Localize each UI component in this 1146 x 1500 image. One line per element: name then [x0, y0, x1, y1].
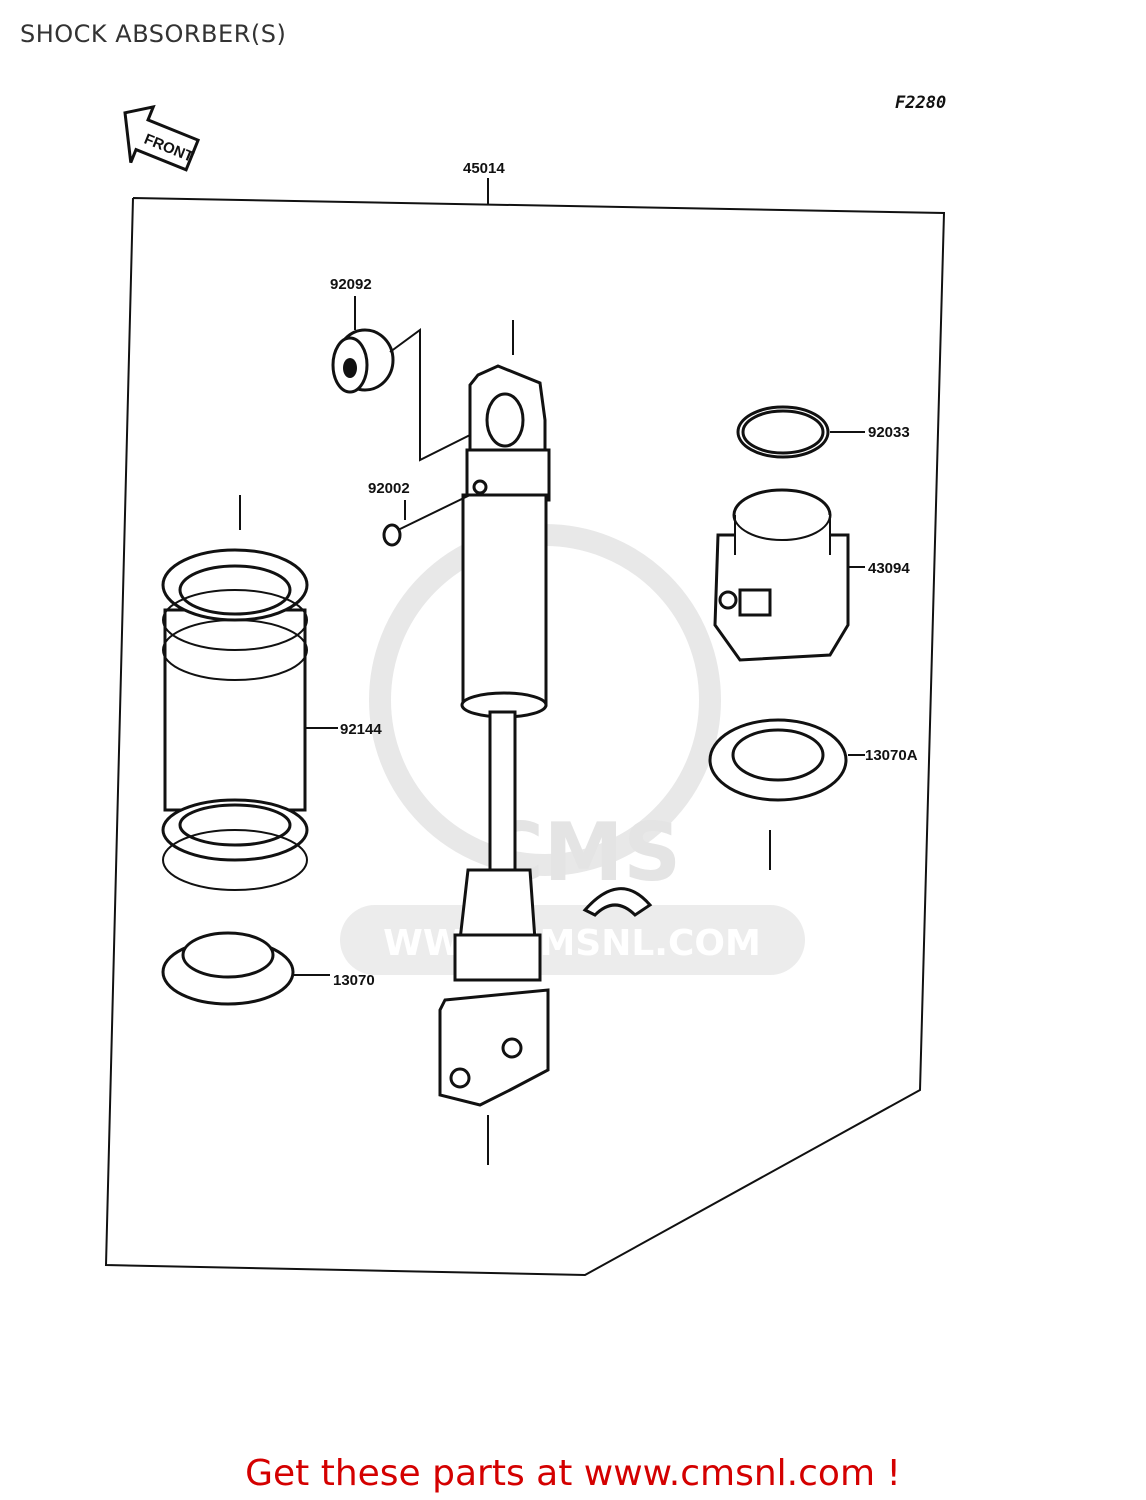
page-title: SHOCK ABSORBER(S) [20, 20, 287, 48]
shock-body [438, 320, 551, 1165]
footer-link[interactable]: Get these parts at www.cmsnl.com ! [245, 1453, 901, 1494]
screw-92002 [382, 494, 471, 547]
part-label-43094: 43094 [868, 560, 910, 577]
seat-13070 [161, 931, 330, 1006]
part-label-13070a: 13070A [865, 747, 918, 764]
clip [582, 887, 653, 917]
part-label-92033: 92033 [868, 424, 910, 441]
assembly-frame [104, 178, 946, 1277]
part-label-92092: 92092 [330, 276, 372, 293]
watermark-url: WWW.CMSNL.COM [383, 923, 761, 964]
part-label-92144: 92144 [340, 721, 382, 738]
spring-92144 [161, 495, 338, 891]
adjuster-43094 [713, 488, 865, 662]
part-label-45014: 45014 [463, 160, 505, 177]
bushing-92092 [331, 296, 481, 462]
front-arrow-icon: FRONT [123, 104, 201, 172]
part-label-13070: 13070 [333, 972, 375, 989]
ring-92033 [736, 405, 865, 459]
part-label-92002: 92002 [368, 480, 410, 497]
seat-13070a [708, 718, 865, 870]
diagram-code: F2280 [895, 93, 947, 113]
